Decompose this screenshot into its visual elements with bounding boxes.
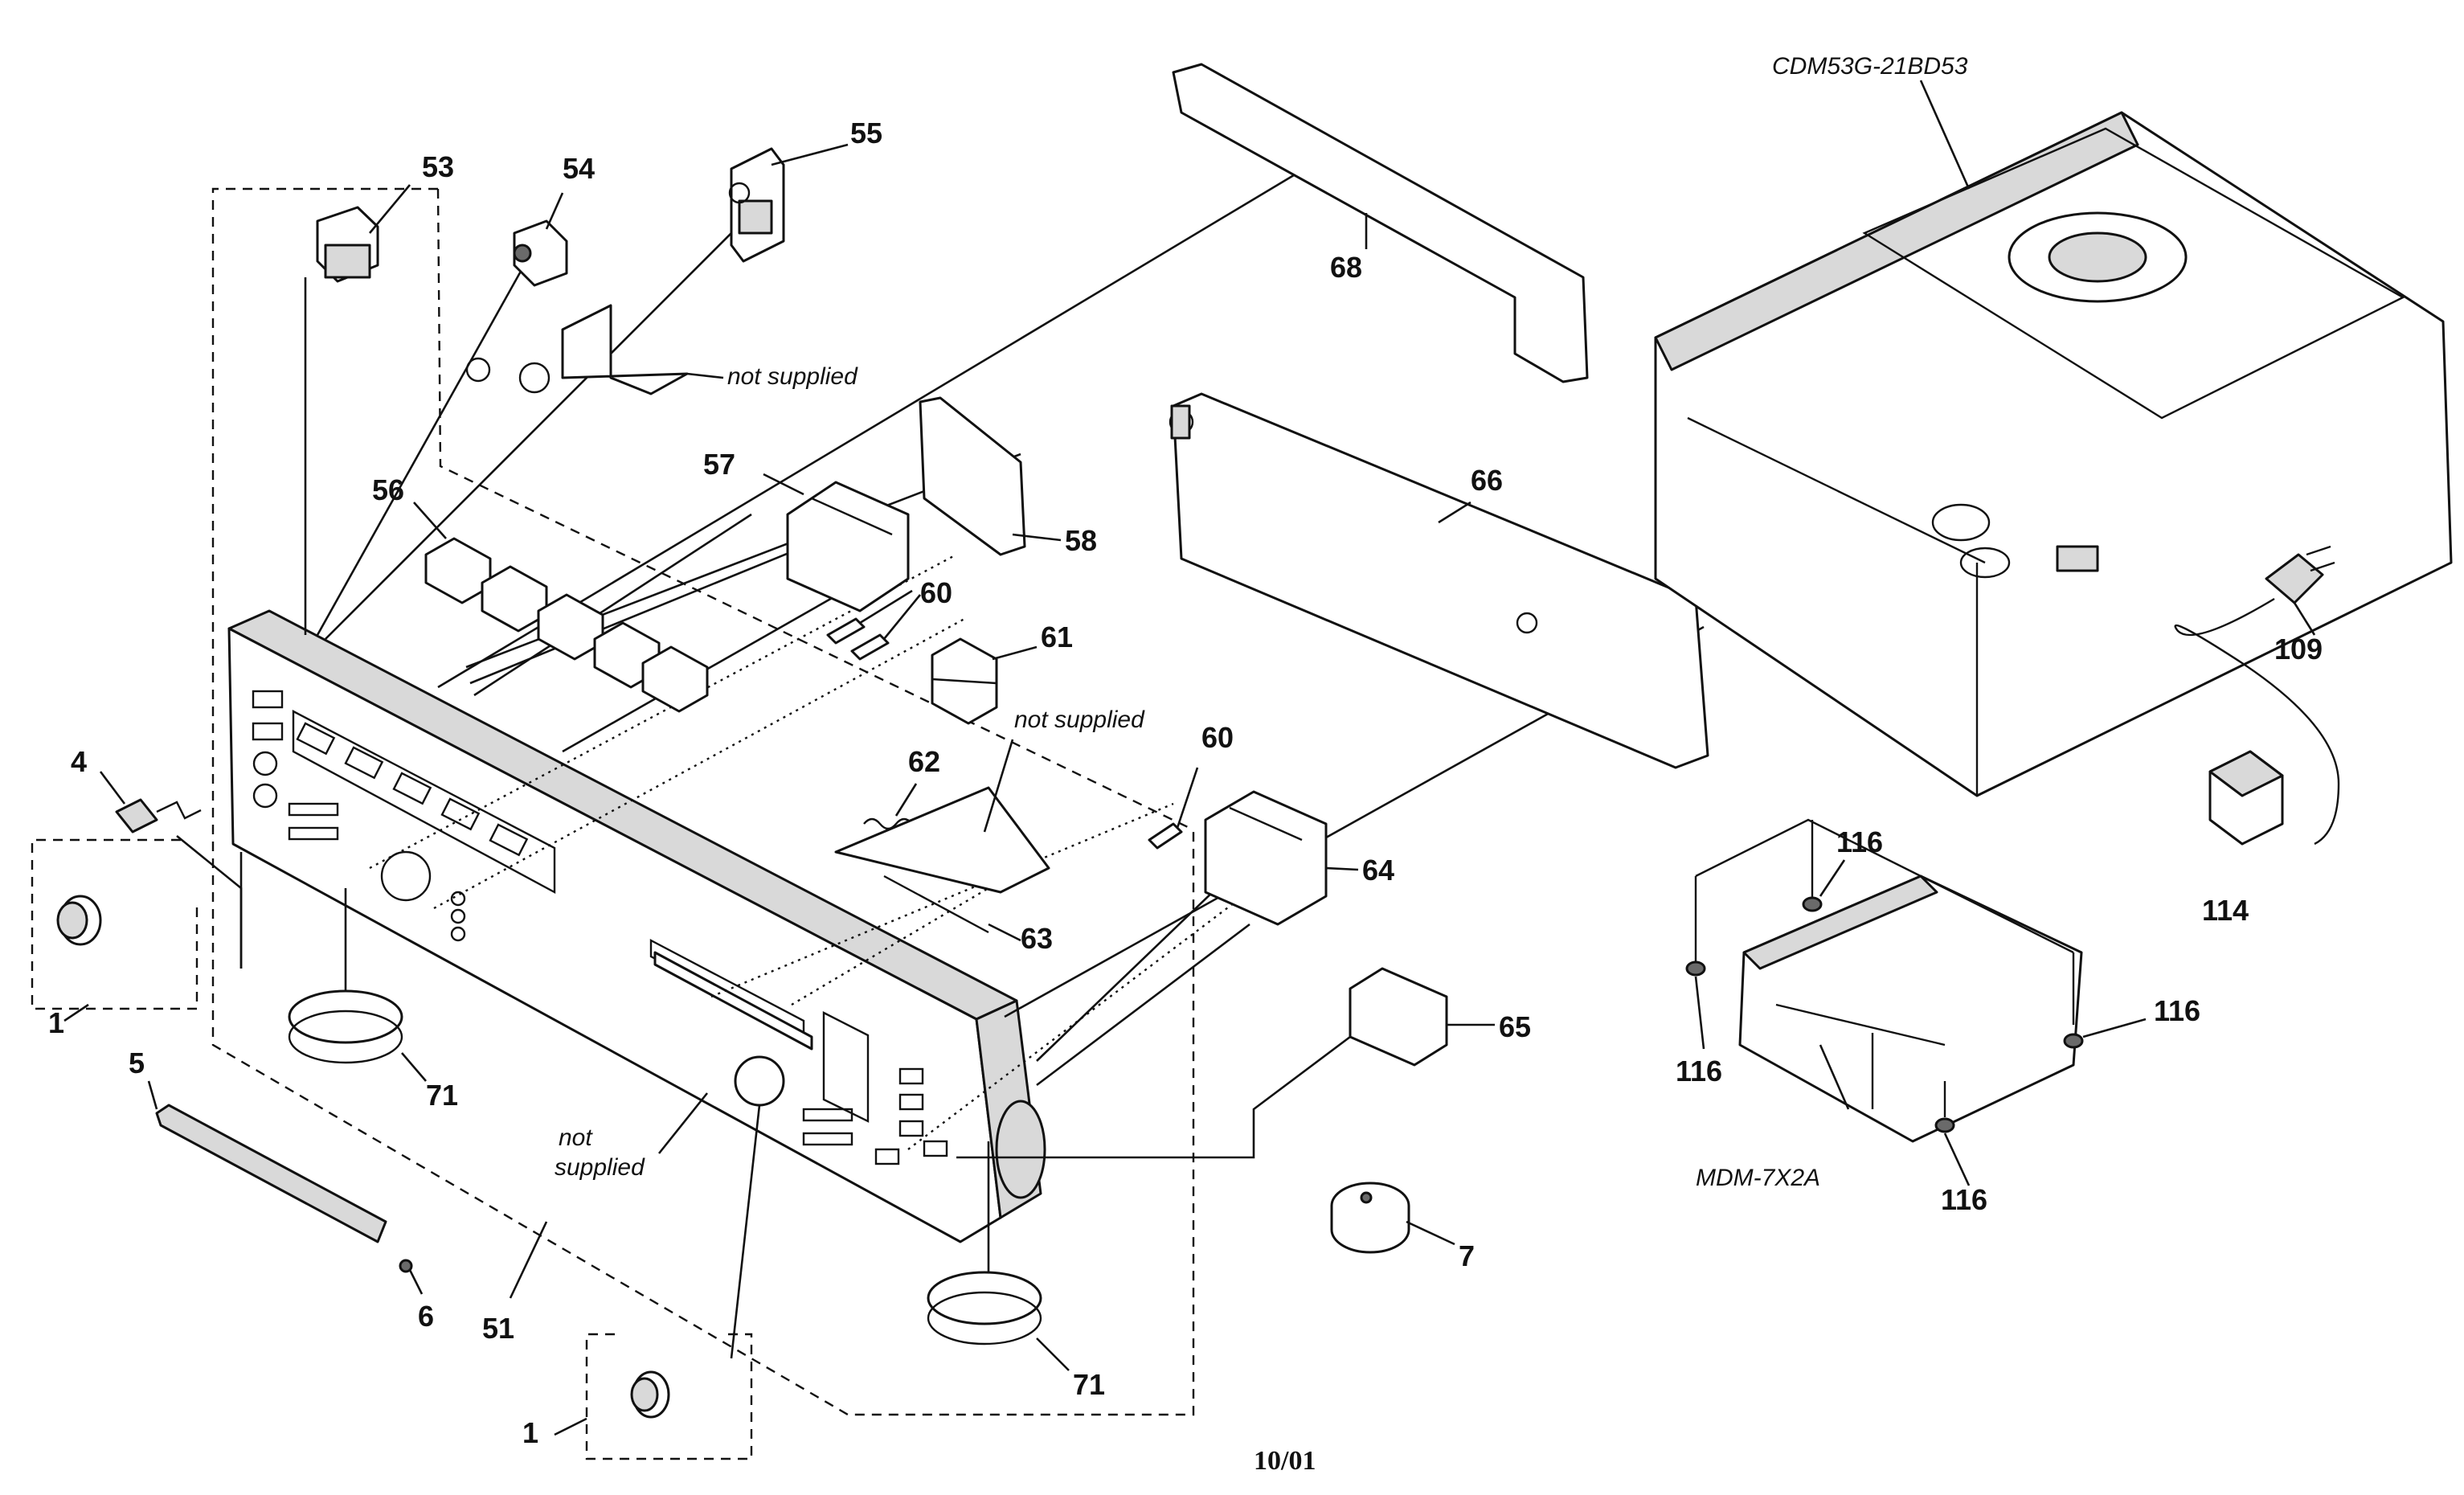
callout-62: 62 (908, 745, 940, 778)
part-66-pcb (1169, 392, 1709, 769)
part-7-foot (1330, 1182, 1455, 1254)
callout-54: 54 (563, 152, 595, 185)
callout-71-left: 71 (426, 1079, 458, 1112)
callout-63: 63 (1021, 922, 1053, 955)
callout-109: 109 (2274, 633, 2323, 666)
note-not-supplied-panel-line1: not (559, 1124, 593, 1151)
part-116-screws (1685, 859, 2147, 1186)
part-53-switch (316, 184, 411, 283)
connector-lines (176, 159, 1705, 1359)
callout-53: 53 (422, 150, 454, 183)
unsupplied-tray-leader (983, 739, 1014, 833)
cd-mechanism (1654, 80, 2453, 797)
footer-date-code: 10/01 (1254, 1446, 1316, 1476)
callout-60-lower: 60 (1201, 721, 1234, 754)
callout-60-upper: 60 (920, 576, 952, 609)
callout-7: 7 (1459, 1239, 1475, 1272)
part-51-leader (509, 1221, 548, 1299)
note-not-supplied-tray: not supplied (1014, 707, 1145, 733)
callout-114: 114 (2202, 894, 2249, 927)
part-4-led (99, 771, 202, 834)
part-55-bracket (728, 143, 849, 263)
unsupplied-panel-leader (657, 1092, 709, 1154)
front-panel (227, 609, 1046, 1243)
callout-64: 64 (1362, 854, 1394, 887)
part-1-knob-lower (554, 1370, 670, 1436)
callout-116-top: 116 (1836, 825, 1883, 858)
callout-4: 4 (71, 745, 87, 778)
unsupplied-bracket (465, 304, 724, 395)
part-60-screws (826, 589, 1199, 850)
callout-116-right: 116 (2154, 994, 2200, 1027)
part-68-pcb (1172, 63, 1589, 383)
callout-51: 51 (482, 1312, 514, 1345)
callout-116-left: 116 (1676, 1055, 1722, 1087)
callout-71-right: 71 (1073, 1368, 1105, 1401)
callout-57: 57 (703, 448, 735, 481)
callout-56: 56 (372, 473, 404, 506)
part-5-door (147, 1080, 424, 1295)
callout-58: 58 (1065, 524, 1097, 557)
callout-61: 61 (1041, 621, 1073, 653)
callout-6: 6 (418, 1300, 434, 1333)
md-mechanism (1694, 818, 2083, 1143)
note-not-supplied-bracket: not supplied (727, 363, 858, 390)
callout-116-bottom: 116 (1941, 1183, 1987, 1216)
part-61-holder (931, 637, 1038, 725)
annotations: not supplied not supplied not supplied C… (555, 53, 1968, 1191)
part-62-63-tray-mechanism (834, 783, 1050, 942)
callout-5: 5 (129, 1046, 145, 1079)
callout-65: 65 (1499, 1010, 1531, 1043)
callout-55: 55 (850, 117, 882, 150)
part-1-knob-upper (56, 895, 102, 1022)
callout-labels: 53 54 55 56 57 58 60 60 61 62 63 64 65 6… (48, 117, 2323, 1449)
callout-1-upper: 1 (48, 1006, 64, 1039)
part-64-switch (1204, 790, 1359, 926)
callout-66: 66 (1471, 464, 1503, 497)
callout-68: 68 (1330, 251, 1362, 284)
power-cord (2174, 545, 2340, 846)
md-mechanism-label: MDM-7X2A (1696, 1165, 1820, 1191)
part-57-switch (763, 473, 910, 612)
part-58-pcb (919, 396, 1062, 556)
callout-1-lower: 1 (522, 1416, 538, 1449)
part-65-holder (1349, 967, 1495, 1067)
part-71-rings (288, 989, 1070, 1371)
cd-mechanism-label: CDM53G-21BD53 (1772, 53, 1968, 80)
part-56-switch-row (413, 502, 709, 713)
note-not-supplied-panel-line2: supplied (555, 1154, 645, 1181)
part-54-jack (513, 192, 568, 287)
